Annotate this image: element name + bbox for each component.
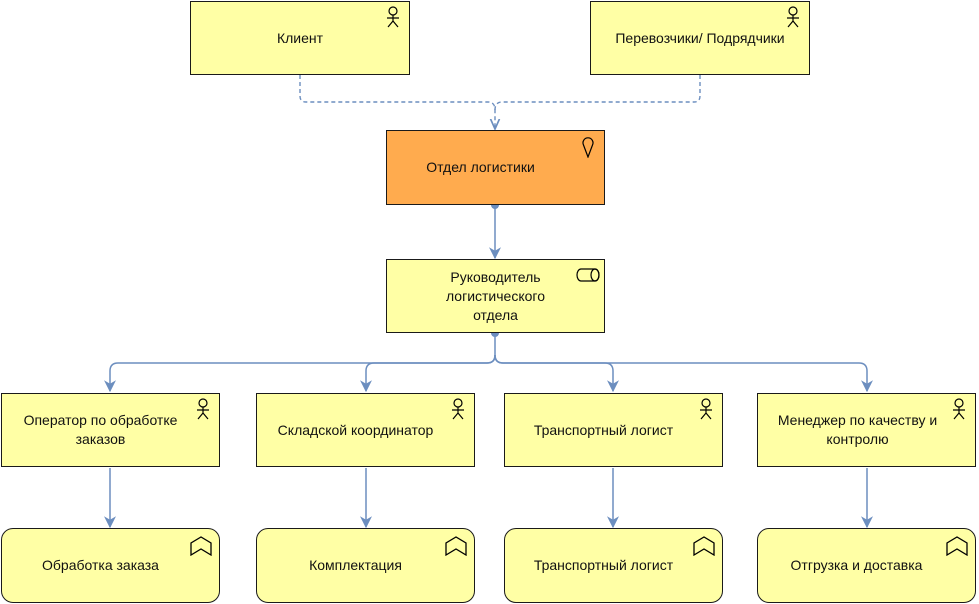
node-role-quality-manager[interactable]: Менеджер по качеству и контролю bbox=[757, 393, 976, 467]
node-function-order-processing[interactable]: Обработка заказа bbox=[1, 528, 220, 603]
location-icon bbox=[582, 137, 594, 158]
edge-client-to-logistics bbox=[299, 75, 495, 129]
edge-head-to-role-1 bbox=[104, 333, 496, 393]
actor-icon bbox=[700, 398, 712, 420]
node-label: Обработка заказа bbox=[42, 557, 159, 573]
node-label: Отгрузка и доставка bbox=[790, 557, 923, 573]
actor-icon bbox=[197, 398, 209, 420]
edge-carriers-to-logistics bbox=[494, 75, 701, 111]
node-label: Перевозчики/ Подрядчики bbox=[615, 29, 785, 46]
actor-icon bbox=[452, 398, 464, 420]
node-carriers[interactable]: Перевозчики/ Подрядчики bbox=[590, 1, 810, 75]
node-head[interactable]: Руководитель логистического отдела bbox=[386, 259, 605, 333]
function-icon bbox=[190, 536, 212, 556]
node-label: Складской координатор bbox=[277, 421, 434, 438]
actor-icon bbox=[787, 6, 799, 28]
edge-head-to-role-4 bbox=[494, 354, 873, 393]
node-role-order-operator[interactable]: Оператор по обработке заказов bbox=[1, 393, 220, 467]
node-function-shipping-delivery[interactable]: Отгрузка и доставка bbox=[757, 528, 976, 603]
function-icon bbox=[693, 536, 715, 556]
role-icon bbox=[576, 268, 600, 282]
node-role-warehouse-coordinator[interactable]: Складской координатор bbox=[256, 393, 475, 467]
node-logistics-dept[interactable]: Отдел логистики bbox=[386, 130, 605, 205]
node-label: Клиент bbox=[276, 29, 324, 46]
actor-icon bbox=[953, 398, 965, 420]
node-label: Руководитель логистического отдела bbox=[445, 268, 545, 323]
actor-icon bbox=[387, 6, 399, 28]
node-label: Отдел логистики bbox=[426, 159, 535, 175]
edge-head-to-role-3 bbox=[494, 354, 619, 393]
function-icon bbox=[445, 536, 467, 556]
edge-head-to-role-2 bbox=[360, 354, 496, 393]
node-function-picking[interactable]: Комплектация bbox=[256, 528, 475, 603]
node-label: Транспортный логист bbox=[533, 421, 674, 438]
node-client[interactable]: Клиент bbox=[190, 1, 410, 75]
node-label: Комплектация bbox=[309, 557, 402, 573]
node-label: Менеджер по качеству и контролю bbox=[777, 412, 938, 447]
node-function-transport[interactable]: Транспортный логист bbox=[504, 528, 723, 603]
node-label: Оператор по обработке заказов bbox=[23, 412, 178, 447]
node-label: Транспортный логист bbox=[533, 557, 674, 573]
node-role-transport-logistician[interactable]: Транспортный логист bbox=[504, 393, 723, 467]
function-icon bbox=[946, 536, 968, 556]
